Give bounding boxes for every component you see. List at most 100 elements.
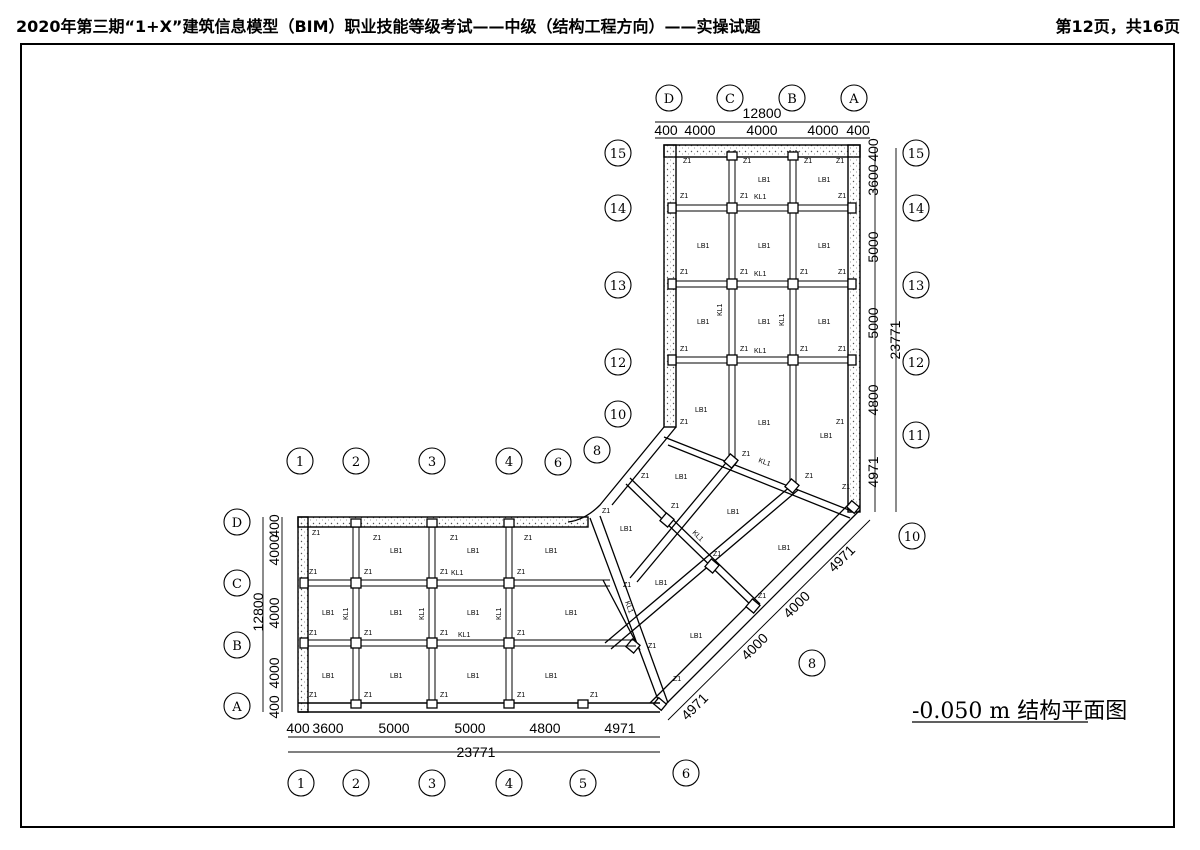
dim-total: 23771 [457, 744, 496, 760]
axis-bubbles [223, 84, 930, 797]
beam-label: KL1 [754, 348, 767, 355]
beam-label: KL1 [458, 632, 471, 639]
axis-label: D [664, 92, 674, 107]
dim: 4000 [266, 657, 282, 688]
dim-total: 12800 [743, 105, 782, 121]
column-label: Z1 [309, 569, 317, 576]
axis-label: A [848, 92, 859, 107]
page-number: 第12页，共16页 [1055, 17, 1180, 36]
column-label: Z1 [836, 158, 844, 165]
axis-label: 8 [808, 657, 816, 672]
beam-label: KL1 [754, 271, 767, 278]
slab-label: LB1 [655, 580, 668, 587]
left-wing-columns [299, 518, 589, 709]
column-label: Z1 [364, 692, 372, 699]
column-label: Z1 [740, 193, 748, 200]
axis-label: B [232, 639, 242, 654]
beam-label: KL1 [757, 457, 771, 468]
slab-label: LB1 [390, 548, 403, 555]
column-label: Z1 [800, 269, 808, 276]
column-label: Z1 [590, 692, 598, 699]
dim: 4000 [780, 588, 813, 621]
slab-label: LB1 [818, 177, 831, 184]
beam-label: KL1 [343, 607, 350, 620]
column-label: Z1 [836, 419, 844, 426]
dim: 4000 [807, 122, 838, 138]
dim: 5000 [865, 231, 881, 262]
column-label: Z1 [309, 630, 317, 637]
axis-label: 6 [682, 767, 690, 782]
slab-label: LB1 [675, 474, 688, 481]
slab-label: LB1 [390, 673, 403, 680]
column-label: Z1 [800, 346, 808, 353]
column-label: Z1 [517, 692, 525, 699]
axis-label: 2 [352, 777, 360, 792]
column-label: Z1 [641, 473, 649, 480]
column-label: Z1 [364, 569, 372, 576]
dim: 5000 [865, 307, 881, 338]
column-label: Z1 [740, 346, 748, 353]
axis-label: 3 [428, 777, 436, 792]
dim: 4800 [529, 720, 560, 736]
column-label: Z1 [648, 643, 656, 650]
slab-label: LB1 [467, 548, 480, 555]
dim: 3600 [865, 164, 881, 195]
column-label: Z1 [450, 535, 458, 542]
slab-label: LB1 [697, 319, 710, 326]
beam-label: KL1 [419, 607, 426, 620]
axis-label: 1 [296, 455, 304, 470]
axis-label: 10 [904, 530, 921, 545]
dim-total: 12800 [250, 592, 266, 631]
slab-label: LB1 [695, 407, 708, 414]
dim: 4000 [746, 122, 777, 138]
slab-label: LB1 [390, 610, 403, 617]
column-label: Z1 [440, 692, 448, 699]
column-label: Z1 [623, 582, 631, 589]
dim: 3600 [312, 720, 343, 736]
axis-label: 4 [505, 777, 513, 792]
dim: 4000 [684, 122, 715, 138]
page-title: 2020年第三期“1+X”建筑信息模型（BIM）职业技能等级考试——中级（结构工… [16, 17, 761, 36]
right-wing-columns [667, 151, 857, 366]
slab-label: LB1 [565, 610, 578, 617]
beam-label: KL1 [779, 313, 786, 326]
dim: 5000 [378, 720, 409, 736]
axis-label: 6 [554, 456, 562, 471]
slab-label: LB1 [818, 243, 831, 250]
axis-label: 1 [297, 777, 305, 792]
dim: 400 [286, 720, 310, 736]
drawing-frame [20, 43, 1175, 828]
beam-label: KL1 [623, 600, 634, 614]
axis-label: 2 [352, 455, 360, 470]
slab-label: LB1 [778, 545, 791, 552]
slab-label: LB1 [818, 319, 831, 326]
axis-label: 14 [908, 202, 925, 217]
slab-label: LB1 [727, 509, 740, 516]
beam-label: KL1 [754, 194, 767, 201]
slab-label: LB1 [620, 526, 633, 533]
dim: 4971 [865, 456, 881, 487]
dim: 4800 [865, 384, 881, 415]
dim: 400 [654, 122, 678, 138]
column-label: Z1 [312, 530, 320, 537]
column-label: Z1 [373, 535, 381, 542]
column-label: Z1 [364, 630, 372, 637]
column-label: Z1 [309, 692, 317, 699]
axis-label: 13 [610, 279, 627, 294]
axis-label: 4 [505, 455, 513, 470]
column-label: Z1 [517, 630, 525, 637]
axis-label: 11 [908, 429, 925, 444]
beam-label: KL1 [496, 607, 503, 620]
column-label: Z1 [440, 630, 448, 637]
member-labels: Z1 Z1 Z1 Z1 Z1 Z1 KL1 Z1 LB1 LB1 LB1 LB1… [309, 158, 850, 699]
slab-label: LB1 [545, 673, 558, 680]
slab-label: LB1 [545, 548, 558, 555]
axis-label: 15 [908, 147, 925, 162]
column-label: Z1 [742, 451, 750, 458]
dim: 4000 [266, 597, 282, 628]
column-label: Z1 [804, 158, 812, 165]
dimension-lines [262, 121, 897, 753]
slab-label: LB1 [758, 177, 771, 184]
column-label: Z1 [713, 551, 721, 558]
dim: 5000 [454, 720, 485, 736]
